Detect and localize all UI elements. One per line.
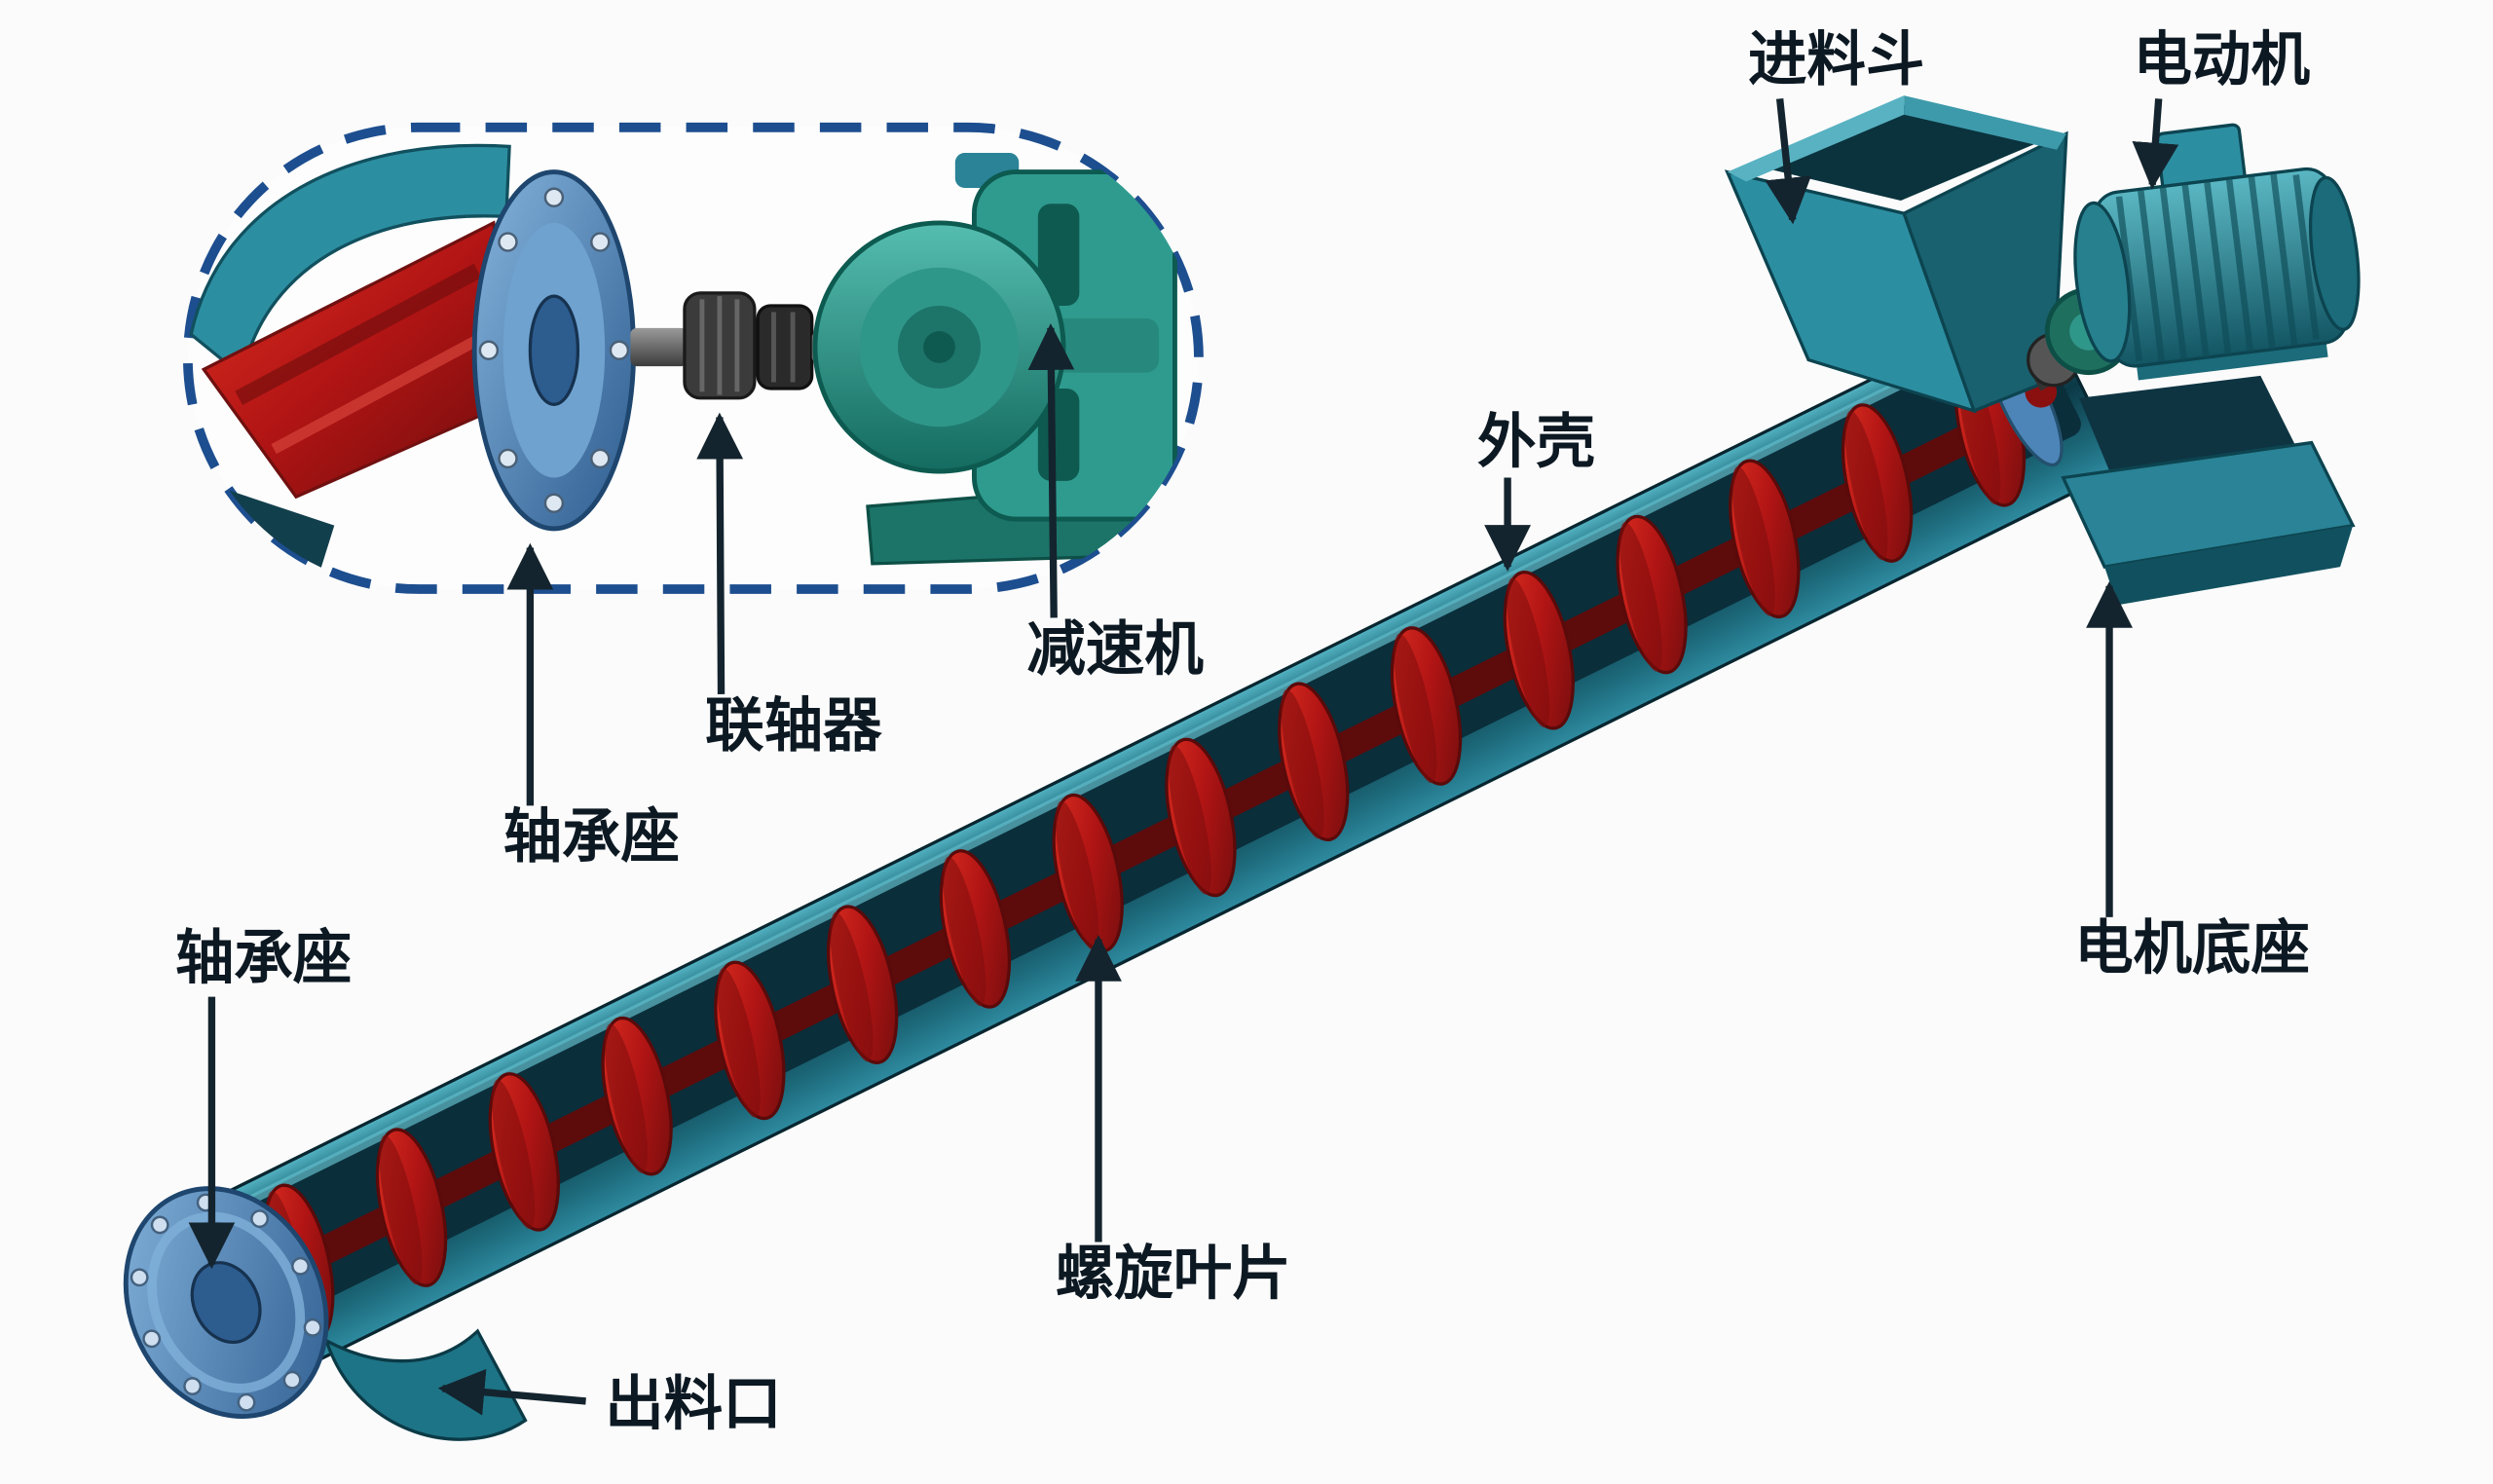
motor-fins [2115, 173, 2320, 362]
inset-reducer [812, 152, 1193, 566]
label-housing: 外壳 [1477, 408, 1595, 474]
callout-arrows [188, 97, 2179, 1416]
label-bearing-seat-top: 轴承座 [503, 803, 680, 870]
label-motor-base: 电机底座 [2074, 914, 2310, 981]
inset-housing [189, 143, 511, 379]
discharge-outlet [323, 1328, 528, 1441]
label-reducer: 减速机 [1026, 615, 1204, 682]
label-spiral-blade: 螺旋叶片 [1056, 1240, 1291, 1306]
feed-hopper [1724, 95, 2068, 414]
arrow-motor [2132, 98, 2179, 190]
detail-inset [182, 122, 1204, 594]
motor [2073, 123, 2361, 381]
label-discharge-outlet: 出料口 [605, 1370, 781, 1436]
label-coupling: 联轴器 [705, 691, 882, 758]
arrow-reducer [1027, 323, 1075, 618]
label-bearing-seat-left: 轴承座 [175, 924, 352, 990]
arrow-feed-hopper [1765, 97, 1811, 225]
inset-bearing-flange [471, 169, 637, 532]
arrow-coupling [696, 412, 744, 694]
callout-labels: 进料斗 电动机 外壳 减速机 联轴器 轴承座 轴承座 电机底座 螺旋叶片 出料口 [175, 26, 2311, 1436]
arrow-discharge-outlet [437, 1368, 586, 1416]
screw-shaft [251, 402, 2025, 1294]
label-motor: 电动机 [2134, 26, 2311, 93]
inset-shaft [630, 327, 688, 367]
motor-base [2061, 375, 2356, 606]
bearing-flange-left [123, 1186, 329, 1419]
conveyor-tube [167, 303, 2117, 1391]
label-feed-hopper: 进料斗 [1748, 26, 1924, 93]
